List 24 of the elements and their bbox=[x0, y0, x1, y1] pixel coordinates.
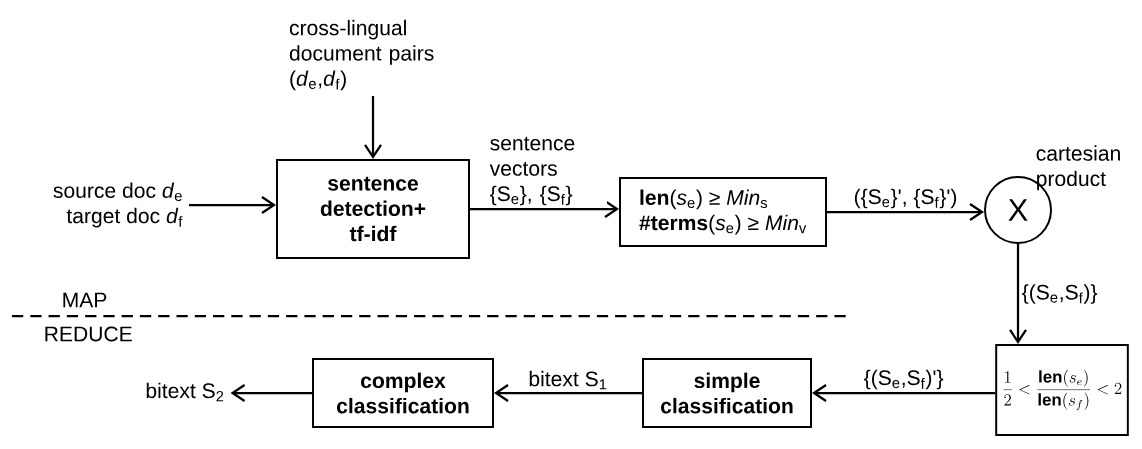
phase-label: REDUCE bbox=[45, 326, 132, 342]
input-text: cross-lingual document pairs (d$_{e}$,d$_{f}$) bbox=[289, 19, 434, 91]
ratio-filter-box: $\frac{1}{2} < \frac{\mathbf{len}(s_{e})}{\mathbf{len}(s_{f})} < 2$ bbox=[995, 344, 1129, 436]
node-caption: cartesian product bbox=[1036, 145, 1120, 191]
process-box: sentence detection+ tf-idf bbox=[276, 159, 470, 259]
edge-label: {(S$_{e}$,S$_{f}$)} bbox=[1020, 282, 1099, 306]
arrow bbox=[470, 200, 620, 218]
edge-label: sentence vectors {S$_{e}$}, {S$_{f}$} bbox=[488, 135, 608, 207]
arrow bbox=[812, 384, 996, 402]
phase-label: MAP bbox=[63, 292, 107, 308]
process-box: simple classification bbox=[642, 358, 812, 428]
arrow bbox=[494, 384, 642, 402]
input-text: source doc d$_{e}$ target doc d$_{f}$ bbox=[53, 182, 183, 228]
edge-label: {(S$_{e}$,S$_{f}$)'} bbox=[862, 368, 945, 391]
arrow bbox=[1009, 244, 1027, 344]
arrow bbox=[230, 384, 312, 402]
arrow bbox=[189, 196, 276, 214]
arrow bbox=[364, 96, 382, 159]
arrow bbox=[827, 203, 985, 221]
edge-label: ({S$_{e}$}', {S$_{f}$}') bbox=[852, 187, 959, 210]
edge-label: bitext S$_{1}$ bbox=[527, 369, 610, 391]
process-box: len(s$_{e}$) ≥ Min$_{s}$ #terms(s$_{e}$) ≥ Min$_{v}$ bbox=[619, 177, 827, 247]
process-box: complex classification bbox=[312, 358, 494, 428]
input-text: bitext S$_{2}$ bbox=[146, 382, 224, 402]
